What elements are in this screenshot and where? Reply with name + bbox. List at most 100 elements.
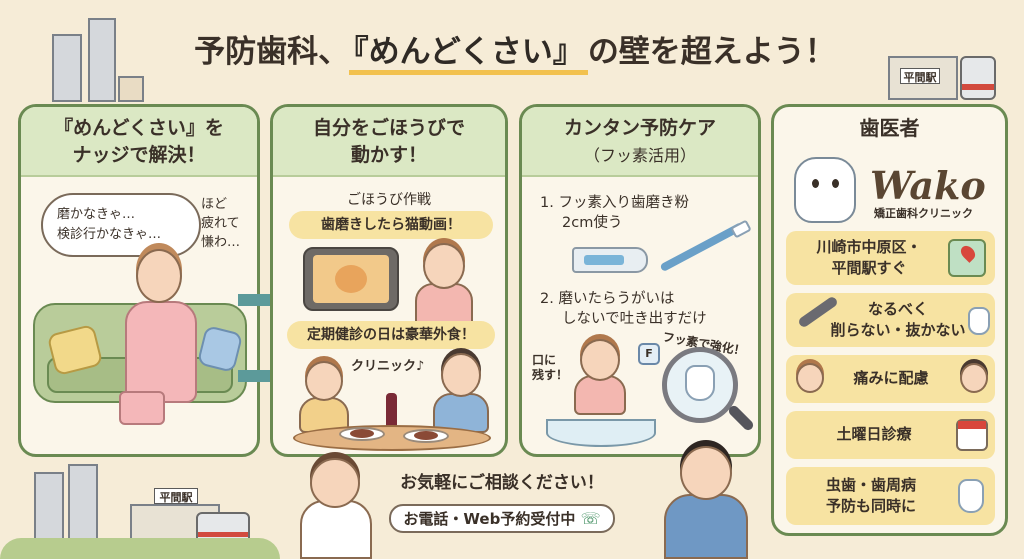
building [34, 472, 64, 542]
mascot-eye [812, 179, 819, 188]
note-line: 口に [532, 353, 557, 367]
feature-line: 虫歯・歯周病 [825, 476, 916, 494]
toothpaste-icon [572, 247, 648, 273]
station-sign-top: 平間駅 [900, 68, 940, 84]
basin-icon [546, 419, 656, 447]
feature-saturday: 土曜日診療 [786, 411, 995, 459]
tooth-mascot-icon [794, 157, 856, 223]
feature-minimal-treatment: なるべく 削らない・抜かない [786, 293, 995, 347]
title-highlight: 『めんどくさい』 [349, 34, 588, 75]
feature-location: 川崎市中原区・ 平間駅すぐ [786, 231, 995, 285]
person-body [574, 375, 626, 415]
note-keep-in-mouth: 口に 残す！ [532, 353, 568, 383]
woman-rinsing-icon [580, 339, 620, 381]
feature-text: 虫歯・歯周病 予防も同時に [796, 475, 946, 517]
step-1: 1. フッ素入り歯磨き粉 2cm使う [540, 193, 689, 233]
calendar-icon [956, 419, 988, 451]
thought-line: 磨かなきゃ… [57, 207, 136, 222]
station-sign-bottom: 平間駅 [154, 488, 198, 504]
feature-line: 予防も同時に [825, 497, 916, 515]
contact-message: お気軽にご相談ください！ お電話・Web予約受付中 ☏ [386, 470, 618, 533]
heading-line: 動かす！ [350, 144, 427, 166]
heading-line: （フッ素活用） [583, 146, 696, 165]
clinic-heading: 歯医者 [859, 116, 920, 140]
bush [0, 538, 280, 559]
feature-line: なるべく [867, 300, 928, 318]
feature-line: 川崎市中原区・ [816, 238, 922, 256]
wine-bottle-icon [386, 393, 397, 429]
reward-plan-title: ごほうび作戦 [347, 192, 431, 208]
staff-body [664, 494, 748, 559]
panel-nudge-heading: 『めんどくさい』を ナッジで解決！ [21, 107, 257, 177]
feature-line: 平間駅すぐ [831, 259, 907, 277]
contact-line-1: お気軽にご相談ください！ [400, 473, 604, 493]
panel-clinic: 歯医者 Wako 矯正歯科クリニック 川崎市中原区・ 平間駅すぐ なるべく 削ら… [771, 104, 1008, 536]
toothbrush-head [730, 219, 752, 239]
building [68, 464, 98, 542]
tired-text: ほど 疲れて 慊わ… [201, 195, 240, 252]
panel-reward-heading: 自分をごほうびで 動かす！ [273, 107, 505, 177]
panel-fluoride-heading: カンタン予防ケア （フッ素活用） [522, 107, 758, 177]
panel-fluoride-care: カンタン予防ケア （フッ素活用） 1. フッ素入り歯磨き粉 2cm使う 2. 磨… [519, 104, 761, 457]
tired-line: 疲れて [201, 216, 240, 231]
panel-nudge: 『めんどくさい』を ナッジで解決！ 磨かなきゃ… 検診行かなきゃ… ほど 疲れて… [18, 104, 260, 457]
magnifier-handle [726, 403, 756, 433]
feature-text: 川崎市中原区・ 平間駅すぐ [794, 237, 944, 279]
reward-cat-video: 歯磨きしたら猫動画！ [289, 211, 493, 239]
heading-line: 『めんどくさい』を [54, 117, 224, 139]
feature-line: 削らない・抜かない [830, 321, 966, 339]
step-line: 1. フッ素入り歯磨き粉 [540, 195, 689, 211]
shiny-tooth-icon [958, 479, 984, 513]
clinic-logo: Wako [870, 163, 986, 208]
step-line: しないで吐き出すだけ [562, 311, 707, 327]
phone-icon: ☏ [580, 509, 601, 528]
heading-line: ナッジで解決！ [72, 144, 206, 166]
map-pin-icon [948, 239, 986, 277]
feature-text: 痛みに配慮 [853, 369, 929, 387]
note-line: 残す！ [532, 368, 569, 382]
dining-table [293, 425, 491, 451]
tired-line: 慊わ… [201, 235, 241, 250]
building [118, 76, 144, 102]
tired-woman-legs [119, 391, 165, 425]
dentist-waving-icon [680, 446, 732, 500]
thought-line: 検診行かなきゃ… [57, 227, 162, 242]
heading-line: 自分をごほうびで [312, 117, 465, 139]
heading-line: カンタン予防ケア [563, 117, 716, 139]
tooth-icon [968, 307, 990, 335]
feature-text: 土曜日診療 [836, 425, 912, 443]
feature-text: なるべく 削らない・抜かない [830, 299, 966, 341]
building [88, 18, 116, 102]
worried-woman-icon [796, 363, 824, 393]
feature-prevention: 虫歯・歯周病 予防も同時に [786, 467, 995, 525]
steak-icon [414, 431, 438, 440]
building [52, 34, 82, 102]
tired-woman-body [125, 301, 197, 403]
contact-reservation[interactable]: お電話・Web予約受付中 ☏ [389, 504, 615, 533]
fluoride-badge-icon: F [638, 343, 660, 365]
tired-woman-icon [136, 249, 182, 303]
receptionist-icon [310, 458, 360, 508]
train-icon [960, 56, 996, 100]
clinic-speech: クリニック♪ [351, 359, 425, 374]
step-line: 2cm使う [562, 215, 623, 231]
reward-dinner: 定期健診の日は豪華外食！ [287, 321, 495, 349]
tired-line: ほど [201, 197, 228, 212]
title-part-before: 予防歯科、 [194, 34, 350, 70]
step-2: 2. 磨いたらうがいは しないで吐き出すだけ [540, 289, 707, 329]
woman-dining-icon [305, 361, 343, 401]
page-title: 予防歯科、『めんどくさい』の壁を超えよう！ [150, 26, 880, 75]
thought-bubble-icon: 磨かなきゃ… 検診行かなきゃ… [41, 193, 201, 257]
feature-pain-care: 痛みに配慮 [786, 355, 995, 403]
mascot-eye [832, 179, 839, 188]
man-dining-icon [441, 353, 481, 397]
contact-reservation-label: お電話・Web予約受付中 [403, 510, 576, 528]
staff-body [300, 500, 372, 559]
woman-phone-icon [423, 243, 465, 289]
title-part-after: の壁を超えよう！ [587, 34, 836, 70]
panel-reward: 自分をごほうびで 動かす！ ごほうび作戦 歯磨きしたら猫動画！ 定期健診の日は豪… [270, 104, 508, 457]
tooth-icon [685, 365, 715, 401]
cat-icon [335, 265, 367, 293]
step-line: 2. 磨いたらうがいは [540, 291, 675, 307]
dentist-icon [960, 363, 988, 393]
